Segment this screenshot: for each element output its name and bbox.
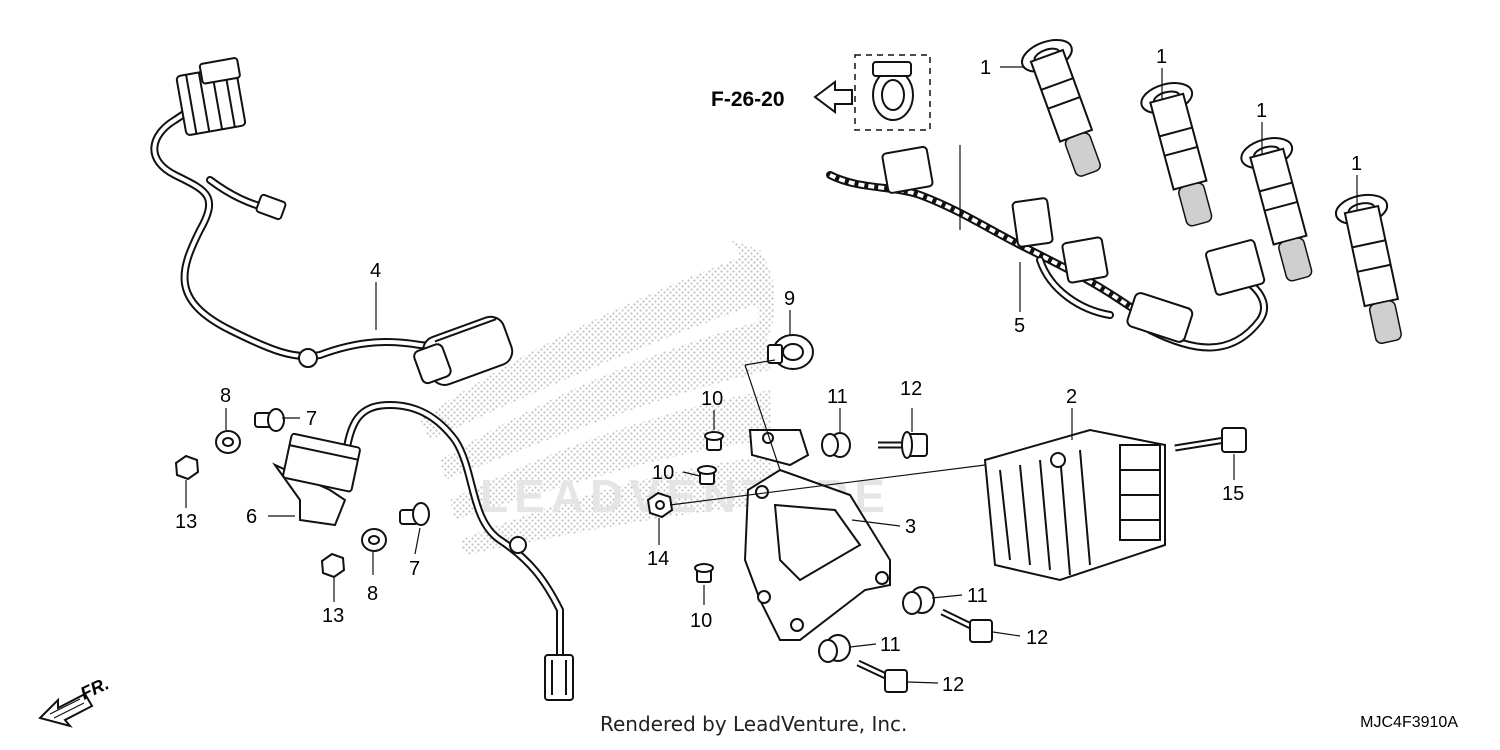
bolt-12: [856, 659, 908, 693]
ignition-coil: [1240, 137, 1313, 282]
coil-sub-harness-5: [826, 145, 1268, 352]
callout-11: 11: [880, 634, 901, 656]
callout-12: 12: [942, 674, 964, 696]
nut-14: [646, 491, 674, 519]
callout-15: 15: [1222, 483, 1244, 505]
grommet-8: [361, 528, 387, 552]
reference-page-label: F-26-20: [711, 88, 785, 111]
grommet-11: [902, 586, 935, 615]
bolt-7: [399, 502, 430, 526]
callout-11: 11: [827, 386, 848, 408]
callout-6: 6: [246, 506, 257, 528]
callout-1: 1: [1351, 153, 1362, 175]
ignition-coil: [1140, 82, 1213, 227]
clamp-9: [767, 334, 814, 370]
reference-arrow-icon: [813, 80, 853, 114]
callout-10: 10: [652, 462, 674, 484]
callout-7: 7: [409, 558, 420, 580]
bolt-12: [940, 608, 993, 643]
callout-1: 1: [1156, 46, 1167, 68]
grommet-11: [818, 634, 851, 663]
callout-10: 10: [701, 388, 723, 410]
callout-8: 8: [220, 385, 231, 407]
ignition-coil: [1334, 193, 1402, 344]
callout-8: 8: [367, 583, 378, 605]
bracket-3: [743, 429, 891, 641]
callout-10: 10: [690, 610, 712, 632]
collar-10: [697, 465, 717, 485]
callout-13: 13: [322, 605, 344, 627]
leader-lines: [185, 66, 1358, 684]
watermark-wing-logo: LEADVENTURE: [420, 240, 885, 555]
callout-7: 7: [306, 408, 317, 430]
callout-12: 12: [900, 378, 922, 400]
collar-10: [694, 563, 714, 583]
regulator-rectifier-2: [983, 428, 1166, 582]
grommet-8: [215, 430, 241, 454]
callout-3: 3: [905, 516, 916, 538]
bolt-12: [878, 431, 928, 459]
nut-13: [320, 552, 346, 579]
footer: Rendered by LeadVenture, Inc. MJC4F3910A: [0, 712, 1500, 748]
callout-5: 5: [1014, 315, 1025, 337]
bolt-15: [1174, 427, 1247, 453]
callout-labels: 1 1 1 1 2 3 4 5 6 7 7 8 8 9 10 10 10 11 …: [175, 46, 1362, 696]
ignition-coil: [1021, 38, 1101, 177]
callout-1: 1: [1256, 100, 1267, 122]
diagram-code: MJC4F3910A: [1360, 714, 1458, 731]
collar-10: [704, 431, 724, 451]
callout-13: 13: [175, 511, 197, 533]
nut-13: [174, 454, 200, 481]
grommet-11: [821, 432, 851, 458]
callout-4: 4: [370, 260, 381, 282]
sub-harness-6: [272, 401, 574, 701]
reference-clamp-box: [854, 54, 931, 131]
callout-1: 1: [980, 57, 991, 79]
sub-harness-4: [150, 57, 514, 386]
bolt-7: [254, 408, 285, 432]
render-credit: Rendered by LeadVenture, Inc.: [600, 712, 908, 736]
callout-14: 14: [647, 548, 669, 570]
front-arrow-icon: [38, 692, 94, 728]
callout-2: 2: [1066, 386, 1077, 408]
callout-11: 11: [967, 585, 988, 607]
callout-12: 12: [1026, 627, 1048, 649]
callout-9: 9: [784, 288, 795, 310]
